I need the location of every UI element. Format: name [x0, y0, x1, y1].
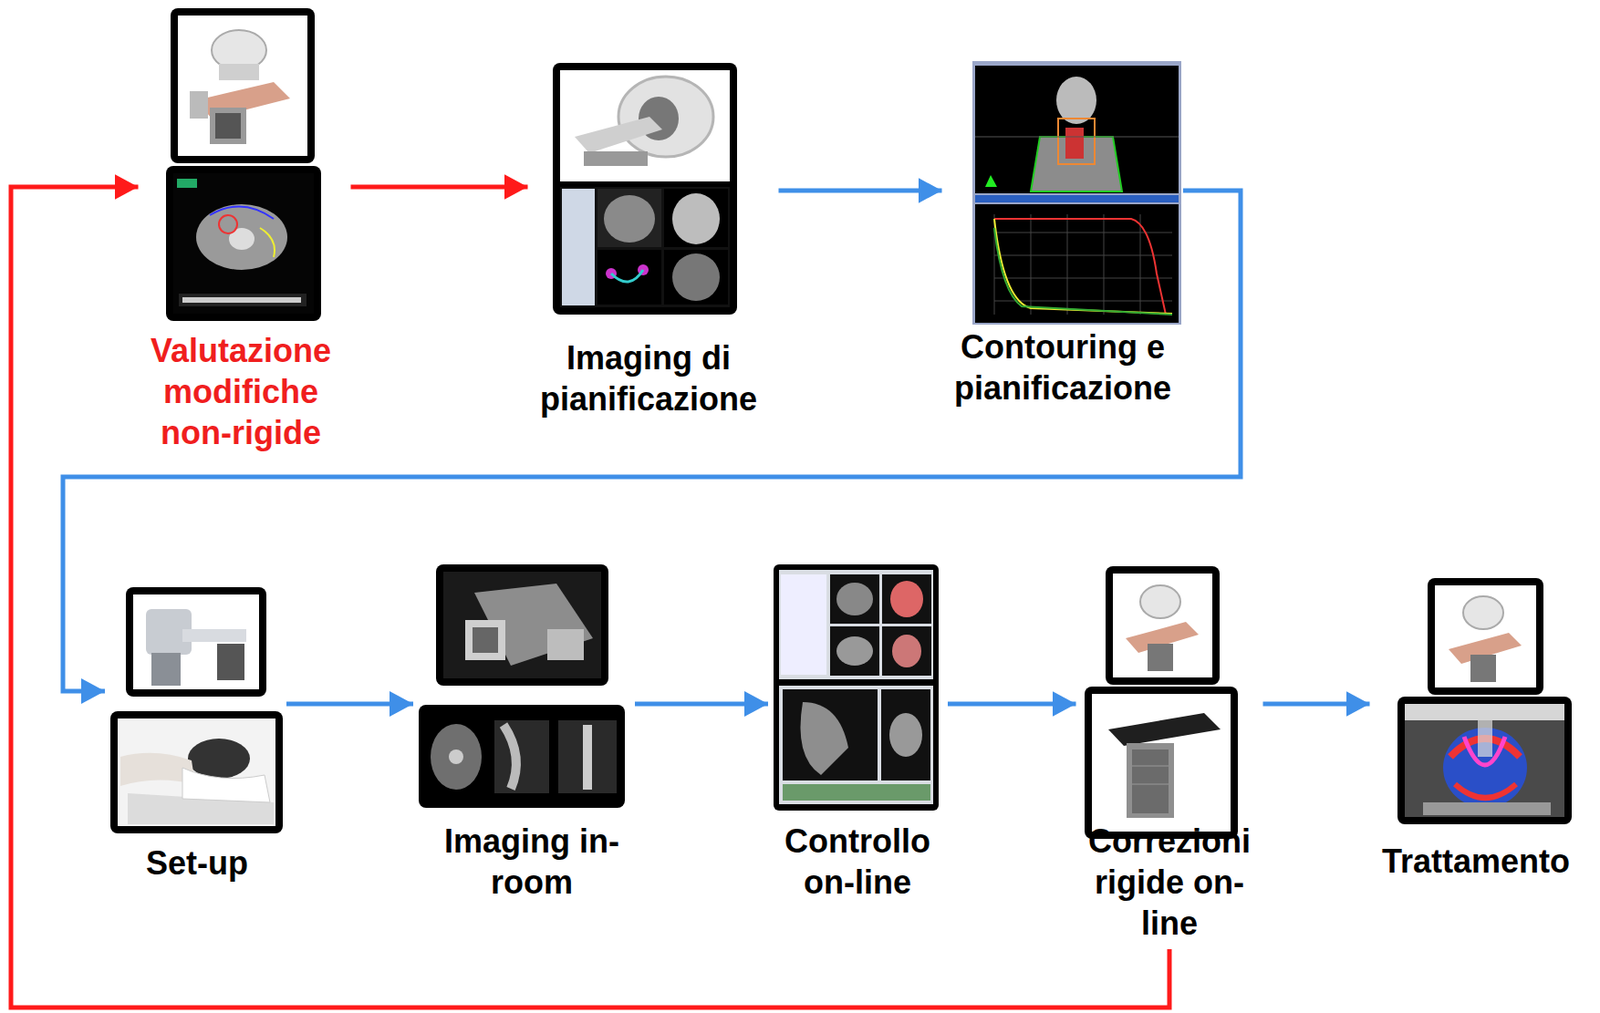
step-caption: Set-up	[143, 842, 251, 884]
image-spacer	[418, 564, 626, 821]
setup-illustration	[110, 587, 283, 834]
step-caption: Contouring e pianificazione	[951, 326, 1175, 409]
flow-arrow	[1263, 702, 1371, 707]
step-caption: Trattamento	[1379, 841, 1574, 883]
flow-arrow	[779, 188, 943, 194]
mri-illustration	[552, 62, 738, 315]
step-caption: Imaging in-room	[441, 820, 623, 904]
step-caption: Valutazione modifiche non-rigide	[147, 330, 335, 454]
workflow-step: Imaging di pianificazione	[533, 62, 765, 424]
in-room-imaging-illustration	[418, 564, 625, 809]
ct-slice-illustration	[166, 166, 322, 322]
planning-screen-illustration	[972, 61, 1182, 325]
workflow-step: Valutazione modifiche non-rigide	[144, 8, 339, 458]
flow-arrow	[10, 187, 1170, 1008]
image-spacer	[144, 8, 339, 331]
couch-illustration	[170, 8, 315, 164]
flow-arrow	[634, 702, 769, 707]
image-spacer	[110, 587, 283, 843]
couch-correction-illustration	[1084, 566, 1238, 840]
flow-arrow	[286, 702, 414, 707]
image-spacer	[947, 61, 1183, 327]
workflow-step: Correzioni rigide on-line	[1081, 566, 1258, 948]
workflow-step: Contouring e pianificazione	[947, 61, 1183, 413]
image-spacer	[773, 564, 939, 821]
step-caption: Imaging di pianificazione	[537, 337, 761, 420]
workflow-step: Imaging in-room	[418, 564, 626, 907]
workflow-step: Set-up	[110, 587, 283, 888]
step-caption: Controllo on-line	[781, 820, 934, 904]
workflow-step: Controllo on-line	[773, 564, 939, 907]
treatment-illustration	[1397, 578, 1572, 825]
flow-arrow	[947, 702, 1077, 707]
flow-arrow	[351, 185, 529, 190]
workflow-step: Trattamento	[1375, 578, 1578, 886]
image-spacer	[1081, 566, 1258, 821]
image-spacer	[1375, 578, 1578, 842]
image-spacer	[533, 62, 765, 338]
registration-screen-illustration	[773, 564, 939, 811]
step-caption: Correzioni rigide on-line	[1085, 820, 1255, 945]
flow-arrow	[62, 190, 1241, 692]
